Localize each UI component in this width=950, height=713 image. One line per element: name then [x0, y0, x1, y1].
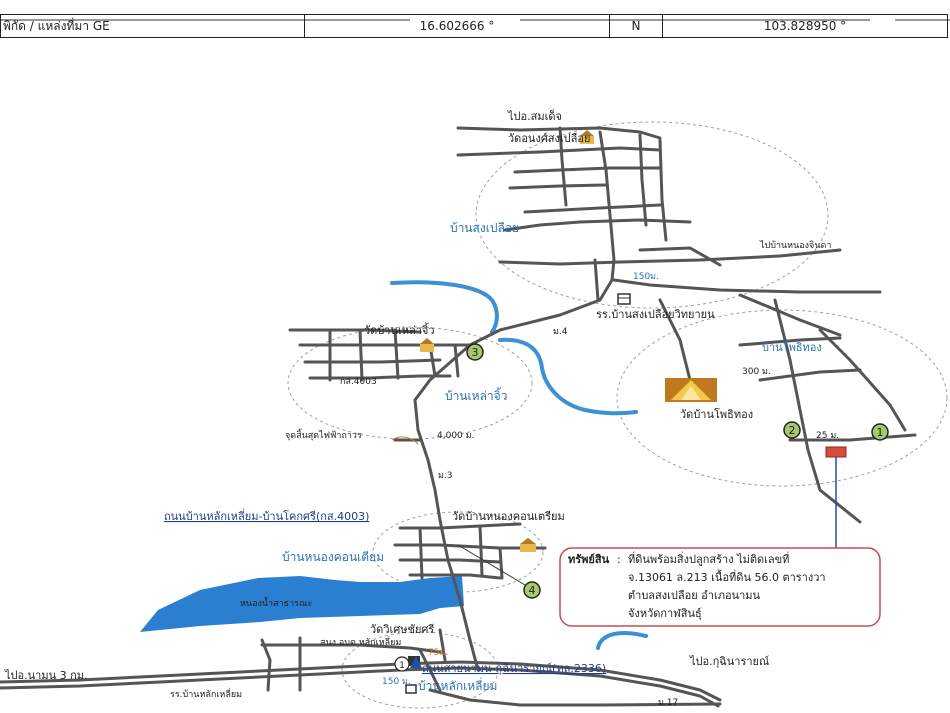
circle-song-plueai	[475, 121, 829, 309]
property-box-line2: จ.13061 ล.213 เนื้อที่ดิน 56.0 ตารางวา	[628, 569, 826, 584]
river-south	[596, 630, 648, 650]
label-to-ban-nong: ไปบ้านหนองจินดา	[759, 240, 831, 251]
label-wat-pho-thong: วัดบ้านโพธิทอง	[680, 407, 753, 421]
marker4-leader	[457, 544, 526, 586]
rivers	[390, 280, 648, 650]
label-to-kuchinarai: ไปอ.กุฉินารายณ์	[689, 655, 769, 668]
label-dist-25: 25 ม.	[816, 431, 839, 441]
marker-2: 2	[783, 421, 801, 439]
property-box-label: ทรัพย์สิน	[568, 553, 610, 566]
school-icon-song-plueai	[617, 293, 631, 305]
label-school-song-plueai: รร.บ้านสงเปลือยวิทยายน	[596, 308, 715, 321]
label-ban-pho-thong: บ้านโพธิทอง	[762, 340, 822, 354]
marker-2-label: 2	[789, 424, 796, 437]
marker-1-label: 1	[877, 426, 884, 439]
property-box-line4: จังหวัดกาฬสินธุ์	[628, 607, 702, 620]
temple-icon-nong-sang	[580, 130, 594, 144]
coordinate-table: พิกัด / แหล่งที่มา GE 16.602666 ° N 103.…	[0, 14, 948, 40]
property-box-colon: :	[617, 553, 621, 566]
marker-3: 3	[466, 343, 484, 361]
circle-nong-khon	[372, 511, 544, 593]
label-village-17: ม.17	[658, 698, 678, 708]
temple-icon-nong-khon	[520, 538, 536, 552]
label-village-4: ม.4	[553, 327, 568, 337]
label-dist-4000: 4,000 ม.	[437, 431, 474, 441]
label-main-road: ถนนสายนามน-กุฉินารายณ์(ทล.2336)	[422, 662, 606, 675]
label-road-4003-small: กส.4003	[340, 377, 377, 387]
label-ban-lao-jiw: บ้านเหล่าจิ้ว	[445, 387, 507, 403]
property-box-frame	[559, 547, 881, 627]
label-road-name: ถนนบ้านหลักเหลี่ยม-บ้านโคกศรี(กส.4003)	[164, 508, 369, 523]
label-to-na-mon: ไปอ.นามน 3 กม.	[4, 669, 87, 682]
property-box-line3: ตำบลสงเปลือย อำเภอนามน	[628, 589, 761, 602]
numbered-markers: 1 2 3 4 1	[394, 343, 889, 672]
label-wat-lao-jiw: วัดบ้านเหล่าจิ้ว	[364, 322, 435, 337]
label-dist-150: 150ม.	[633, 272, 659, 282]
label-to-som-det: ไปอ.สมเด็จ	[507, 109, 562, 123]
marker-1: 1	[871, 423, 889, 441]
circle-pho-thong	[616, 309, 948, 487]
label-ban-lak-liam: บ้านหลักเหลี่ยม	[418, 677, 497, 693]
label-reservoir: หนองน้ำสาธารณะ	[240, 596, 312, 609]
river-middle	[498, 337, 638, 416]
label-ban-nong-khon: บ้านหนองคอนเตียม	[282, 550, 384, 564]
label-wat-nong-khon: วัดบ้านหนองคอนเตรียม	[452, 510, 565, 523]
power-line-arc	[391, 436, 419, 445]
label-power-line-end: จุดสิ้นสุดไฟฟ้าถาวร	[285, 428, 362, 441]
label-dist-75: 75ม.	[428, 648, 448, 658]
public-reservoir	[140, 576, 464, 632]
river-north	[390, 280, 499, 334]
road-network	[0, 126, 917, 708]
property-info-box: ทรัพย์สิน : ที่ดินพร้อมสิ่งปลูกสร้าง ไม่…	[559, 547, 881, 627]
marker-1-south-label: 1	[399, 661, 405, 671]
marker-4-label: 4	[529, 584, 536, 597]
label-sno-office: สนง.อบต.หลักเหลี่ยม	[320, 635, 401, 648]
top-rule-lines	[0, 19, 950, 21]
temple-icons	[420, 130, 717, 552]
longitude-value: 103.828950 °	[662, 14, 948, 38]
label-dist-150b: 150 ม.	[382, 677, 411, 687]
label-school-lak-liam: รร.บ้านหลักเหลี่ยม	[170, 687, 242, 700]
marker-4: 4	[523, 581, 541, 599]
property-box-line1: ที่ดินพร้อมสิ่งปลูกสร้าง ไม่ติดเลขที่	[628, 551, 789, 566]
property-site-marker	[825, 446, 847, 458]
marker-1-south: 1	[394, 656, 422, 672]
top-rule	[0, 6, 950, 21]
school-icon-lak-liam	[405, 684, 417, 694]
marker-3-label: 3	[472, 346, 479, 359]
label-dist-300: 300 ม.	[742, 367, 771, 377]
label-wat-nong-sang: วัดอนงศ์สงเปลือย	[508, 132, 590, 145]
temple-icon-lao-jiw	[420, 338, 434, 352]
temple-image-pho-thong	[665, 378, 717, 402]
label-village-3: ม.3	[438, 471, 453, 481]
label-wat-wiset: วัดวิเศษชัยศรี	[370, 623, 434, 636]
map-labels: ไปอ.สมเด็จ วัดอนงศ์สงเปลือย บ้านสงเปลือย…	[4, 109, 839, 708]
location-pin	[410, 656, 422, 668]
label-ban-song-plueai: บ้านสงเปลือย	[450, 221, 519, 235]
